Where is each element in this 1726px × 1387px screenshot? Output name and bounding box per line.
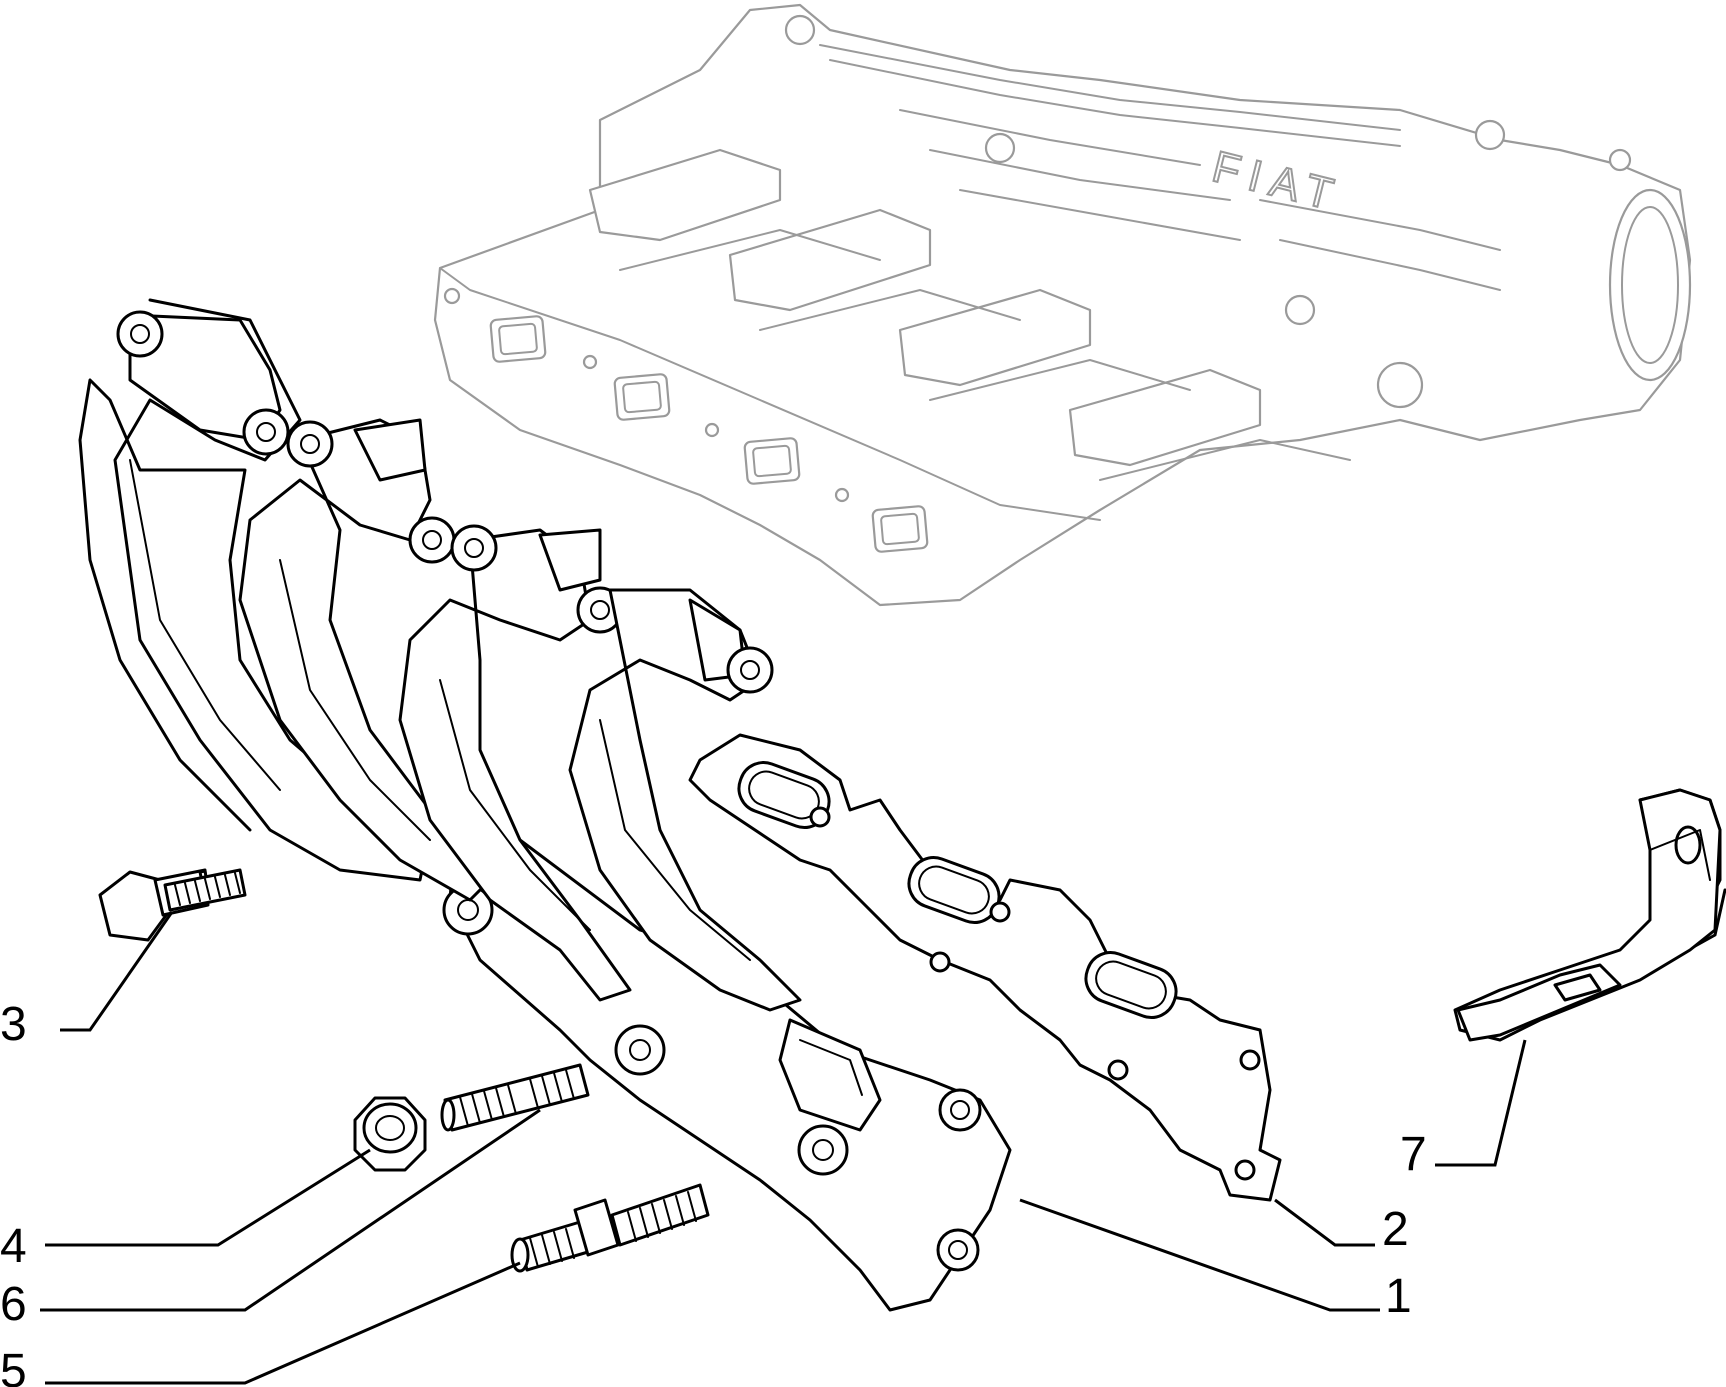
intake-manifold-ghost: FIAT <box>433 3 1692 607</box>
leader-line-4 <box>45 1148 371 1247</box>
leader-line-3 <box>60 911 174 1032</box>
callout-labels: 3 4 6 5 2 1 7 <box>0 998 1427 1387</box>
leader-lines <box>40 911 1527 1385</box>
leader-line-1 <box>1019 1198 1380 1312</box>
support-bracket <box>1453 788 1726 1042</box>
callout-6: 6 <box>0 1278 27 1331</box>
callout-2: 2 <box>1382 1203 1409 1256</box>
callout-5: 5 <box>0 1345 27 1387</box>
callout-7: 7 <box>1400 1128 1427 1181</box>
shouldered-stud <box>510 1183 710 1273</box>
flange-nut <box>353 1096 427 1172</box>
leader-line-5 <box>45 1261 521 1385</box>
flange-bolt <box>98 868 247 942</box>
manifold-gasket <box>688 733 1282 1202</box>
leader-line-2 <box>1274 1198 1375 1247</box>
callout-1: 1 <box>1385 1270 1412 1323</box>
callout-3: 3 <box>0 998 27 1051</box>
leader-line-6 <box>40 1108 541 1312</box>
exhaust-manifold <box>78 298 1012 1312</box>
leader-line-7 <box>1435 1039 1527 1167</box>
threaded-stud <box>440 1063 590 1132</box>
callout-4: 4 <box>0 1220 27 1273</box>
